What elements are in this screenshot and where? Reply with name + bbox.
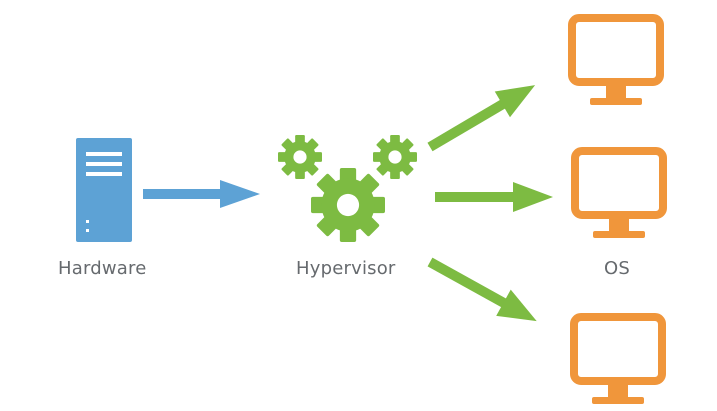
gears-icon	[278, 135, 417, 242]
large-gear-icon	[311, 168, 385, 242]
arrow-hardware-to-hypervisor	[143, 180, 260, 208]
arrow-hypervisor-to-os-top	[427, 85, 536, 152]
arrow-hypervisor-to-os-bottom	[427, 257, 537, 322]
monitor-icon-top	[572, 18, 660, 105]
os-label: OS	[604, 258, 630, 279]
small-gear-left-icon	[278, 135, 322, 179]
hypervisor-label: Hypervisor	[296, 258, 396, 279]
monitor-icon-middle	[575, 151, 663, 238]
server-icon	[76, 138, 132, 242]
monitor-icon-bottom	[574, 317, 662, 404]
hardware-label: Hardware	[58, 258, 147, 279]
small-gear-right-icon	[373, 135, 417, 179]
arrow-hypervisor-to-os-middle	[435, 182, 553, 212]
